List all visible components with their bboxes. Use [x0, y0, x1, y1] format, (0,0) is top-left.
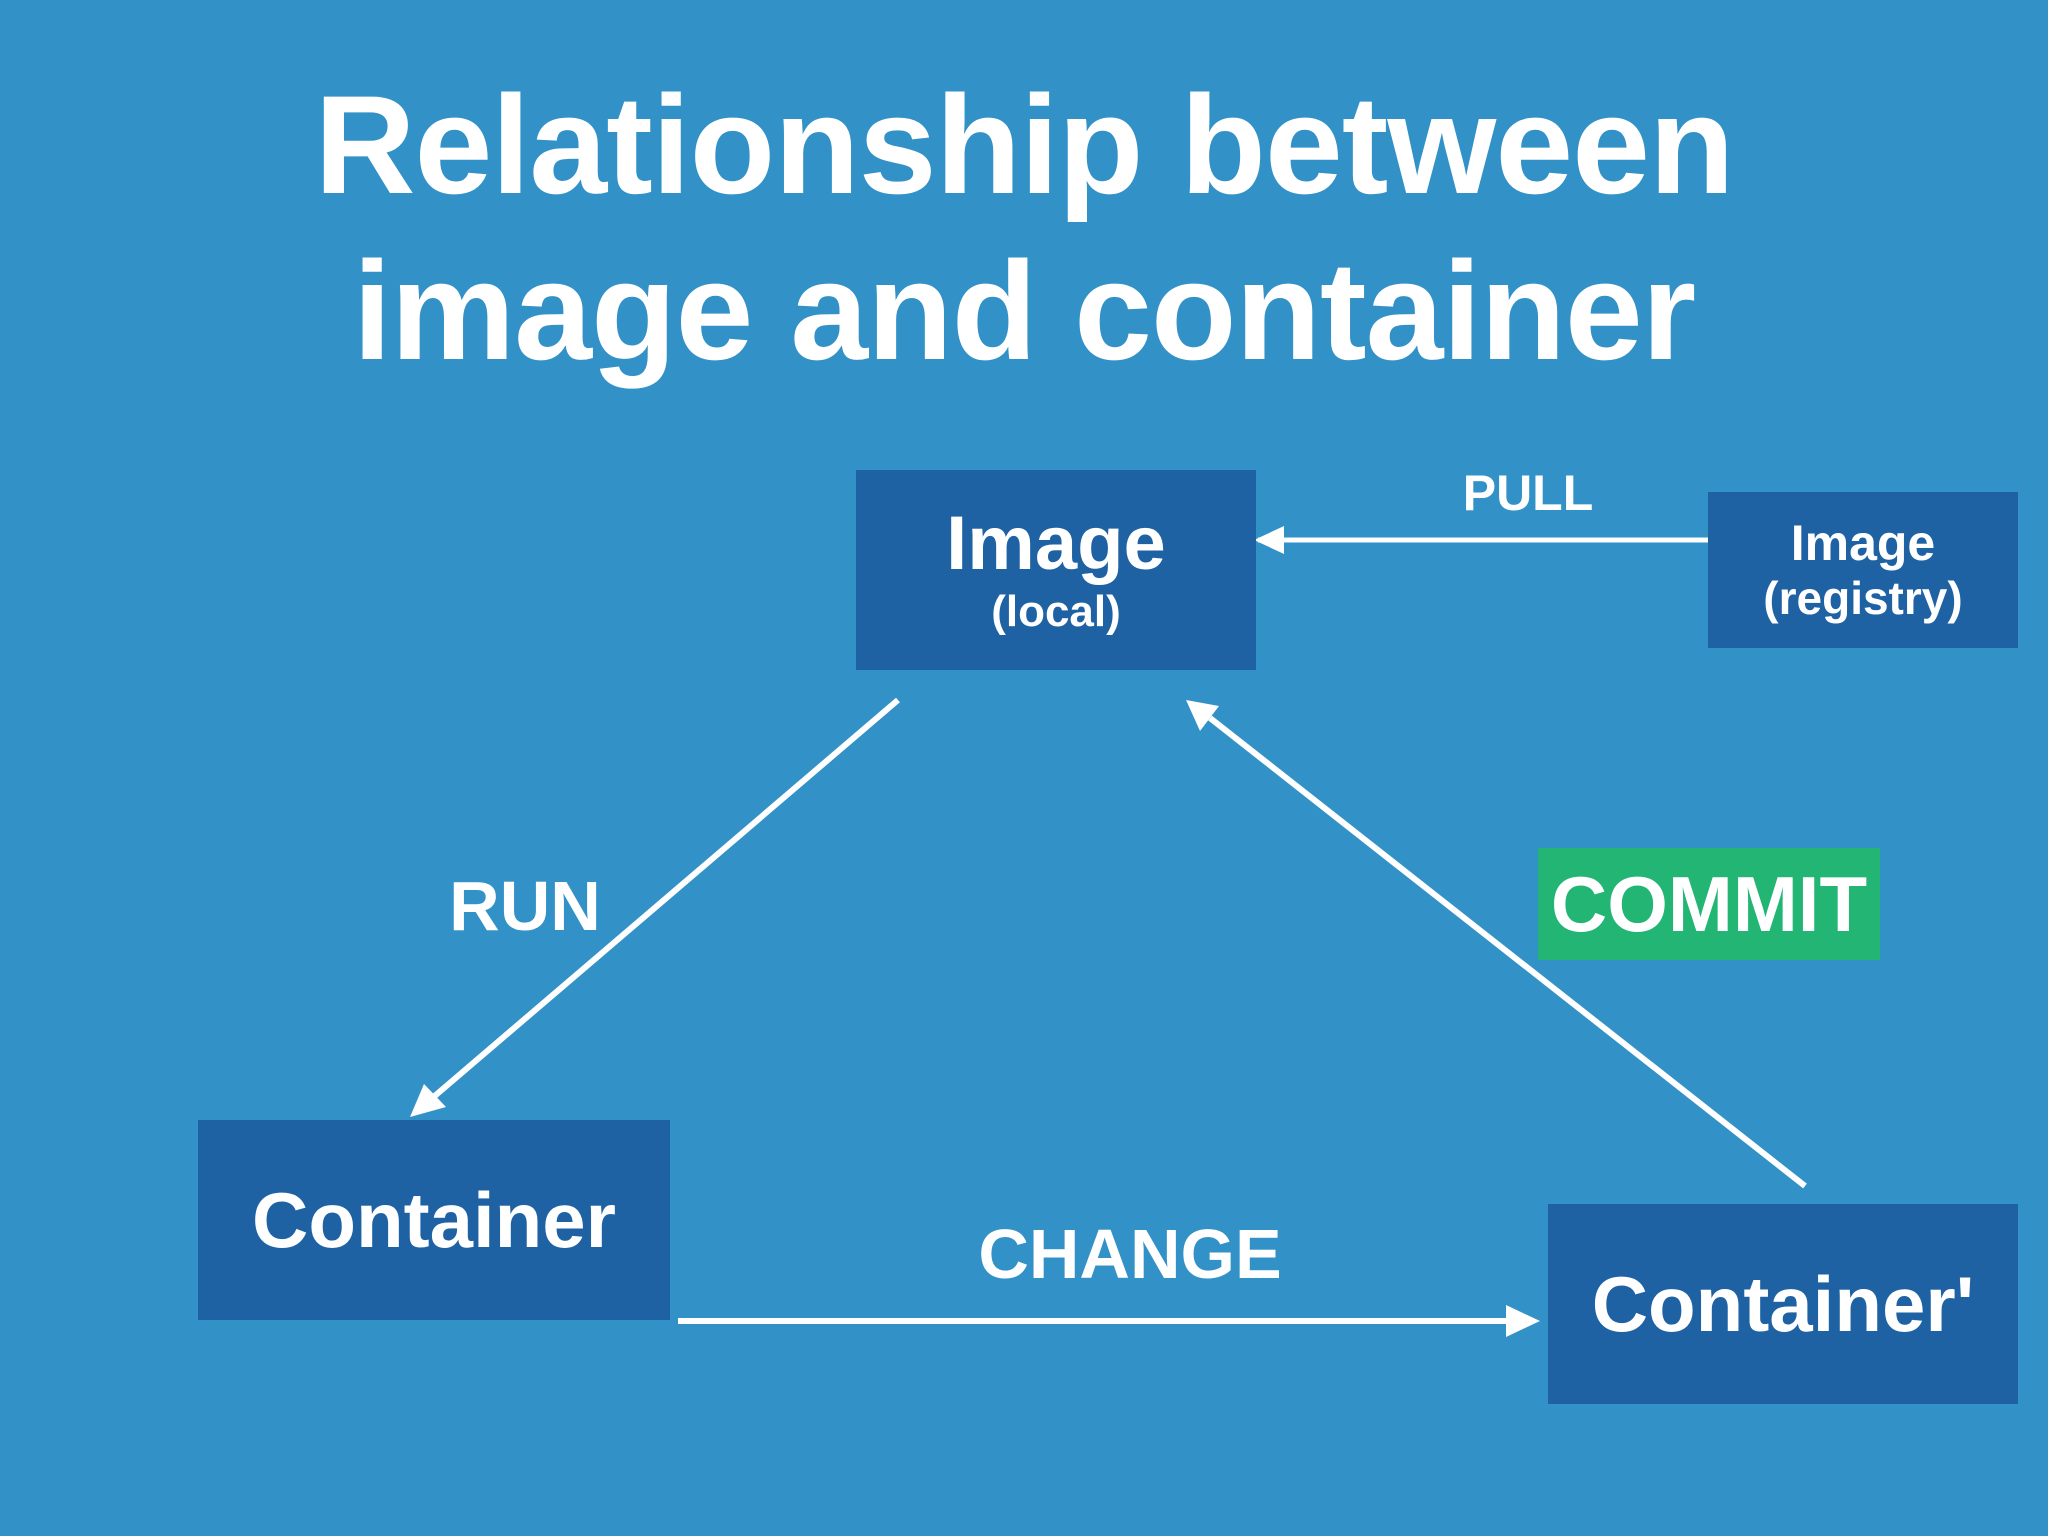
- run-arrow: [428, 697, 900, 1103]
- change-arrowhead: [1506, 1305, 1540, 1337]
- image-registry-box: Image (registry): [1708, 492, 2018, 648]
- title-line-2: image and container: [352, 232, 1696, 389]
- commit-label: COMMIT: [1538, 848, 1880, 960]
- pull-arrowhead: [1254, 526, 1284, 554]
- commit-arrowhead: [1186, 700, 1219, 731]
- container-prime-box: Container': [1548, 1204, 2018, 1404]
- image-registry-label: Image: [1790, 515, 1936, 571]
- slide-title: Relationship between image and container: [0, 62, 2048, 394]
- title-line-1: Relationship between: [314, 66, 1734, 223]
- run-arrowhead: [410, 1084, 446, 1117]
- pull-label: PULL: [1462, 465, 1594, 521]
- image-local-sublabel: (local): [991, 587, 1121, 636]
- image-local-label: Image: [946, 501, 1166, 586]
- container-box: Container: [198, 1120, 670, 1320]
- image-registry-sublabel: (registry): [1763, 572, 1963, 624]
- container-label: Container: [251, 1176, 617, 1264]
- change-label: CHANGE: [978, 1215, 1282, 1293]
- image-local-box: Image (local): [856, 470, 1256, 670]
- run-label: RUN: [449, 867, 601, 945]
- container-prime-label: Container': [1591, 1260, 1975, 1348]
- commit-arrow: [1208, 715, 1807, 1189]
